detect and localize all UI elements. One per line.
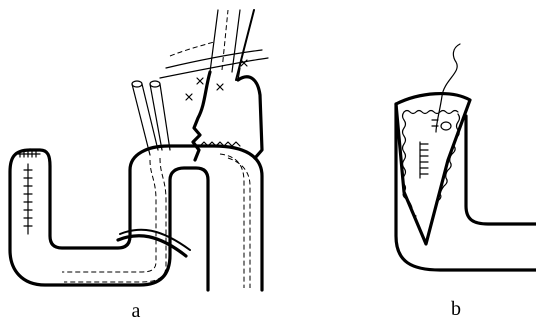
jejunal-loop xyxy=(10,146,262,290)
bowel-limb xyxy=(396,104,536,270)
panel-a-label: a xyxy=(132,300,141,320)
drainage-tubes xyxy=(132,81,170,155)
suture-thread xyxy=(436,44,460,132)
opened-pouch xyxy=(396,94,470,244)
panel-a: a xyxy=(10,10,268,320)
panel-b: b xyxy=(396,44,536,320)
suture-cords xyxy=(160,42,268,78)
esophagus xyxy=(210,10,254,80)
panel-b-label: b xyxy=(451,298,461,320)
